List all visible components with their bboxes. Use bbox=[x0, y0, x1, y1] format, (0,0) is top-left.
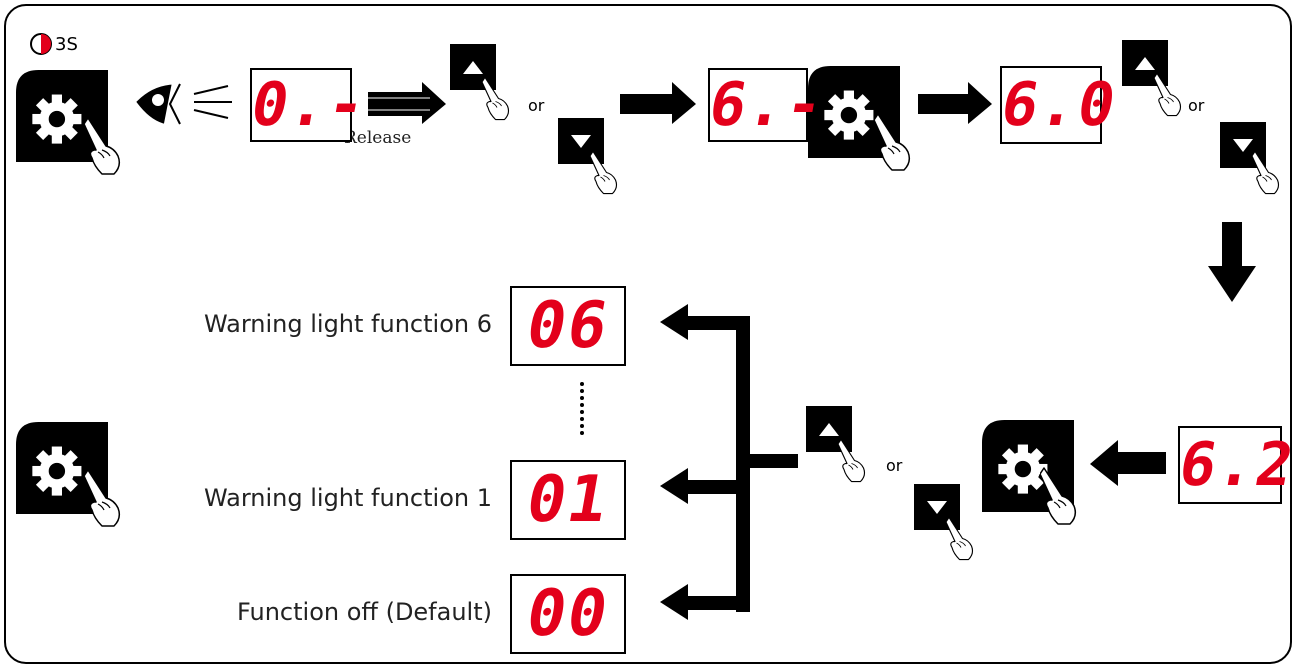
display-value: 6.- bbox=[703, 70, 831, 140]
more-options-dots bbox=[580, 382, 584, 435]
or-label: or bbox=[528, 96, 545, 115]
or-label: or bbox=[1188, 96, 1205, 115]
display-value: 00 bbox=[520, 577, 616, 651]
option-label-warning1: Warning light function 1 bbox=[203, 484, 492, 512]
gear-icon bbox=[16, 422, 108, 514]
or-label: or bbox=[886, 456, 903, 475]
display-value: 06 bbox=[520, 289, 616, 363]
arrow-right-3 bbox=[918, 82, 992, 124]
display-step2: 6.- bbox=[704, 68, 831, 142]
display-value: 6.2 bbox=[1173, 430, 1298, 500]
arrow-left bbox=[1090, 440, 1166, 486]
arrow-right-2 bbox=[620, 82, 696, 124]
arrow-down bbox=[1208, 222, 1256, 302]
release-label: Release bbox=[344, 128, 412, 148]
option-label-warning6: Warning light function 6 bbox=[203, 310, 492, 338]
timer-icon bbox=[30, 33, 52, 55]
display-step3: 6.0 bbox=[996, 66, 1123, 144]
display-value: 01 bbox=[520, 463, 616, 537]
gear-icon bbox=[16, 70, 108, 162]
selection-bracket bbox=[660, 304, 798, 620]
arrow-release bbox=[368, 82, 446, 124]
eye-icon bbox=[136, 83, 232, 125]
display-option-01: 01 bbox=[510, 460, 626, 540]
display-option-06: 06 bbox=[510, 286, 626, 366]
diagram-frame bbox=[4, 4, 1292, 664]
display-value: 0.- bbox=[245, 70, 373, 140]
display-value: 6.0 bbox=[995, 70, 1123, 140]
timer-label: 3S bbox=[55, 34, 78, 55]
option-label-off: Function off (Default) bbox=[237, 598, 492, 626]
display-step1: 0.- bbox=[246, 68, 373, 142]
display-option-00: 00 bbox=[510, 574, 626, 654]
display-step4: 6.2 bbox=[1174, 426, 1298, 504]
